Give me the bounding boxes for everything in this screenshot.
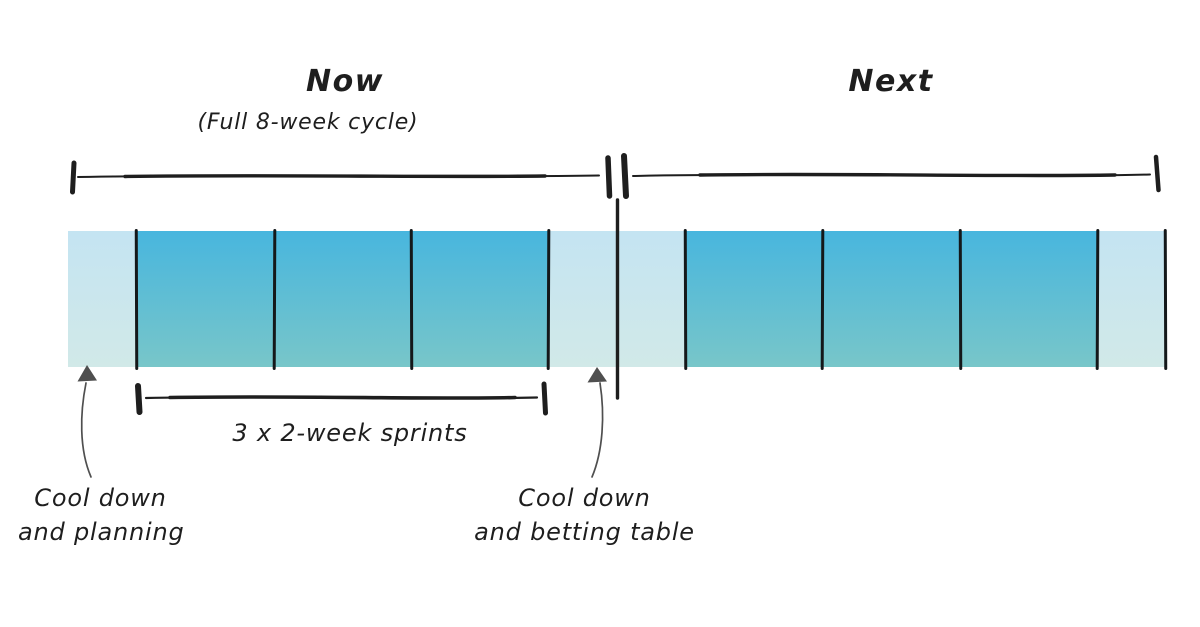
now-cycle-title: Now (306, 64, 384, 99)
cooldown-planning-label: Cool down and planning (18, 481, 185, 549)
now-cooldown-block (68, 231, 137, 367)
next-sprint-block (685, 231, 823, 367)
now-cooldown-block (548, 231, 617, 367)
cooldown-betting-label: Cool down and betting table (462, 481, 707, 549)
next-sprint-block (959, 231, 1097, 367)
cooldown-betting-line1: Cool down (518, 484, 651, 512)
now-sprint-block (273, 231, 411, 367)
next-cycle-title: Next (848, 64, 934, 99)
next-sprint-block (822, 231, 960, 367)
cooldown-planning-line2: and planning (18, 518, 185, 546)
next-cooldown-block (1097, 231, 1166, 367)
now-sprint-block (411, 231, 549, 367)
sprints-bracket-label: 3 x 2-week sprints (232, 419, 468, 447)
cooldown-planning-line1: Cool down (34, 484, 167, 512)
now-sprint-block (136, 231, 274, 367)
cooldown-betting-line2: and betting table (474, 518, 695, 546)
full-cycle-note: (Full 8-week cycle) (197, 110, 419, 135)
next-cooldown-block (616, 231, 686, 367)
